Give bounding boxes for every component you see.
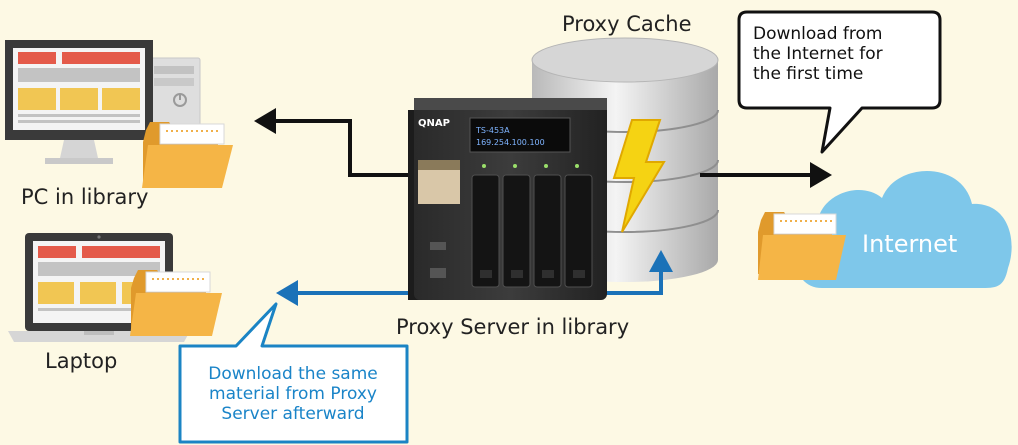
first-download-callout-text: Download from the Internet for the first… (753, 24, 883, 84)
callout-line: Download the same (208, 364, 378, 384)
later-download-callout (178, 302, 409, 444)
svg-text:169.254.100.100: 169.254.100.100 (476, 138, 545, 147)
laptop-label: Laptop (45, 349, 118, 373)
proxy-server-label: Proxy Server in library (396, 315, 630, 339)
callout-line: Server afterward (221, 404, 365, 424)
lightning-icon (612, 119, 666, 233)
internet-folder-icon (758, 212, 846, 280)
later-download-callout-text: Download the same material from Proxy Se… (182, 364, 404, 424)
pc-label: PC in library (21, 185, 149, 209)
internet-label: Internet (862, 230, 957, 258)
first-download-callout (737, 10, 942, 154)
black-arrow-to-pc (254, 108, 414, 177)
callout-line: the Internet for (753, 44, 883, 64)
pc-icon (5, 40, 201, 169)
proxy-cache-label: Proxy Cache (562, 12, 692, 36)
laptop-folder-icon (130, 270, 222, 336)
callout-line: Download from (753, 24, 883, 44)
cloud-icon (795, 170, 1012, 288)
callout-line: the first time (753, 64, 864, 84)
pc-folder-icon (142, 122, 233, 188)
svg-text:TS-453A: TS-453A (475, 126, 510, 135)
nas-server-icon: QNAP TS-453A 169.254.100.100 (408, 98, 607, 300)
svg-text:QNAP: QNAP (418, 118, 450, 129)
black-arrow-to-internet (700, 162, 832, 188)
callout-line: material from Proxy (209, 384, 377, 404)
